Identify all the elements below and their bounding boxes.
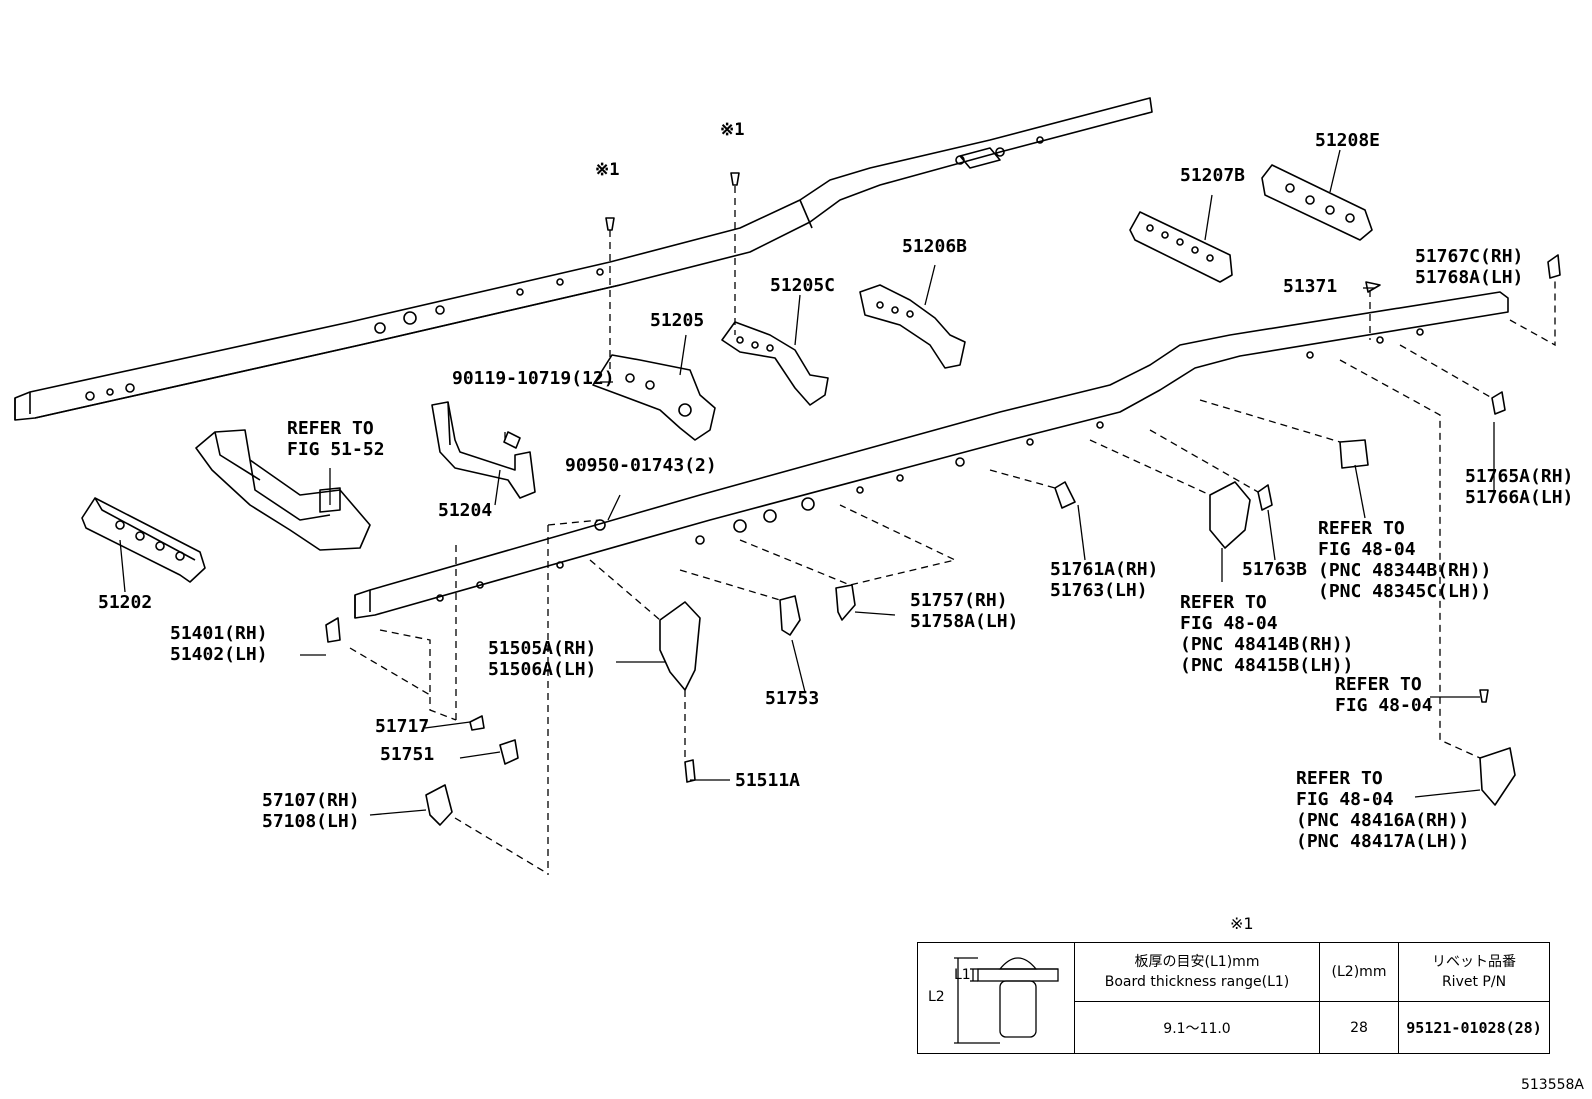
label-51768A: 51768A(LH) [1415, 267, 1524, 288]
label-refer-5152-line2: FIG 51-52 [287, 439, 385, 460]
label-51402: 51402(LH) [170, 644, 268, 665]
label-refer-4804-line2: FIG 48-04 [1335, 695, 1433, 716]
crossmember-assembly-5152 [195, 429, 371, 551]
bracket-51761A [1054, 481, 1076, 509]
label-51506A: 51506A(LH) [488, 659, 597, 680]
label-51206B: 51206B [902, 236, 968, 257]
crossmember-51202 [81, 497, 206, 583]
bracket-48414 [1209, 481, 1251, 549]
bracket-51763B [1257, 484, 1273, 511]
bracket-51401 [325, 617, 341, 643]
crossmember-51204 [431, 401, 536, 499]
bracket-51751 [499, 739, 519, 765]
crossmember-51207B [1129, 211, 1233, 283]
label-51205: 51205 [650, 310, 705, 331]
crossmember-51206B [859, 284, 966, 369]
label-refer-5152-line1: REFER TO [287, 418, 374, 439]
cell-pn-value: 95121-01028(28) [1398, 1001, 1550, 1054]
label-refer-48414-line3: (PNC 48414B(RH)) [1180, 634, 1354, 655]
bracket-51753 [779, 595, 801, 636]
label-rivet-mark-1: ※1 [595, 160, 620, 180]
label-refer-48416-line4: (PNC 48417A(LH)) [1296, 831, 1470, 852]
label-refer-48344-line2: FIG 48-04 [1318, 539, 1416, 560]
label-51511A: 51511A [735, 770, 801, 791]
label-51763: 51763(LH) [1050, 580, 1148, 601]
label-57108: 57108(LH) [262, 811, 360, 832]
col-pn-header-jp: リベット品番 [1432, 954, 1516, 971]
bracket-51717 [469, 715, 485, 731]
left-frame-rail [14, 97, 1153, 421]
rivet-1 [605, 217, 615, 231]
bracket-51511A [684, 759, 696, 783]
label-57107: 57107(RH) [262, 790, 360, 811]
rivet-table-title: ※1 [1230, 914, 1254, 933]
figure-id: 513558A [1520, 1077, 1584, 1093]
label-refer-48414-line2: FIG 48-04 [1180, 613, 1278, 634]
label-51401: 51401(RH) [170, 623, 268, 644]
col-pn-header: リベット品番 Rivet P/N [1398, 941, 1550, 1003]
label-51505A: 51505A(RH) [488, 638, 597, 659]
label-refer-48416-line3: (PNC 48416A(RH)) [1296, 810, 1470, 831]
bracket-51505A [659, 601, 701, 691]
col-thickness-header-en: Board thickness range(L1) [1104, 974, 1290, 991]
label-51761A: 51761A(RH) [1050, 559, 1159, 580]
label-51717: 51717 [375, 716, 430, 737]
bolt-90119 [503, 431, 521, 449]
col-l2-header: (L2)mm [1319, 941, 1399, 1003]
bracket-57107 [425, 784, 453, 826]
label-refer-48416-line1: REFER TO [1296, 768, 1383, 789]
rivet-diagram-cell: L1 L2 [917, 942, 1075, 1054]
label-refer-48416-line2: FIG 48-04 [1296, 789, 1394, 810]
label-refer-48414-line4: (PNC 48415B(LH)) [1180, 655, 1354, 676]
label-refer-48344-line1: REFER TO [1318, 518, 1405, 539]
label-nut-90950: 90950-01743(2) [565, 455, 717, 476]
col-pn-header-en: Rivet P/N [1441, 974, 1507, 991]
label-51767C: 51767C(RH) [1415, 246, 1524, 267]
rivet-icon [954, 957, 1059, 1044]
col-l2-header-text: (L2)mm [1331, 964, 1387, 981]
dim-l2-label: L2 [928, 989, 945, 1005]
bracket-51757 [835, 584, 856, 621]
rivet-spec-table: L1 L2 板厚の目安(L1)mm Board thickness range(… [917, 941, 1550, 1054]
label-51758A: 51758A(LH) [910, 611, 1019, 632]
bracket-51765A [1491, 391, 1506, 415]
label-51371: 51371 [1283, 276, 1338, 297]
label-51765A: 51765A(RH) [1465, 466, 1574, 487]
dim-l1-label: L1 [954, 967, 971, 983]
rivet-3 [1479, 689, 1489, 703]
label-51208E: 51208E [1315, 130, 1381, 151]
label-51202: 51202 [98, 592, 153, 613]
label-51766A: 51766A(LH) [1465, 487, 1574, 508]
label-51207B: 51207B [1180, 165, 1246, 186]
bracket-48416 [1479, 747, 1516, 806]
label-refer-4804-line1: REFER TO [1335, 674, 1422, 695]
col-thickness-header-jp: 板厚の目安(L1)mm [1134, 954, 1260, 971]
label-51757: 51757(RH) [910, 590, 1008, 611]
label-51204: 51204 [438, 500, 493, 521]
label-51205C: 51205C [770, 275, 836, 296]
crossmember-51208E [1261, 164, 1373, 241]
label-rivet-mark-2: ※1 [720, 120, 745, 140]
label-bolt-90119: 90119-10719(12) [452, 368, 615, 389]
cell-thickness-value: 9.1～11.0 [1074, 1001, 1320, 1054]
right-frame-rail [354, 291, 1509, 619]
crossmember-51205C [721, 321, 829, 406]
label-refer-48344-line4: (PNC 48345C(LH)) [1318, 581, 1492, 602]
cell-l2-value: 28 [1319, 1001, 1399, 1054]
rivet-2 [730, 172, 740, 186]
bracket-48344 [1339, 439, 1369, 469]
bracket-51767C [1547, 254, 1561, 279]
label-51751: 51751 [380, 744, 435, 765]
crossmember-51205 [592, 354, 716, 441]
label-51763B: 51763B [1242, 559, 1308, 580]
label-51753: 51753 [765, 688, 820, 709]
plug-51371 [1365, 281, 1381, 293]
label-refer-48344-line3: (PNC 48344B(RH)) [1318, 560, 1492, 581]
leader-lines [119, 149, 1495, 816]
col-thickness-header: 板厚の目安(L1)mm Board thickness range(L1) [1074, 941, 1320, 1003]
label-refer-48414-line1: REFER TO [1180, 592, 1267, 613]
dashed-guides [349, 186, 1556, 875]
